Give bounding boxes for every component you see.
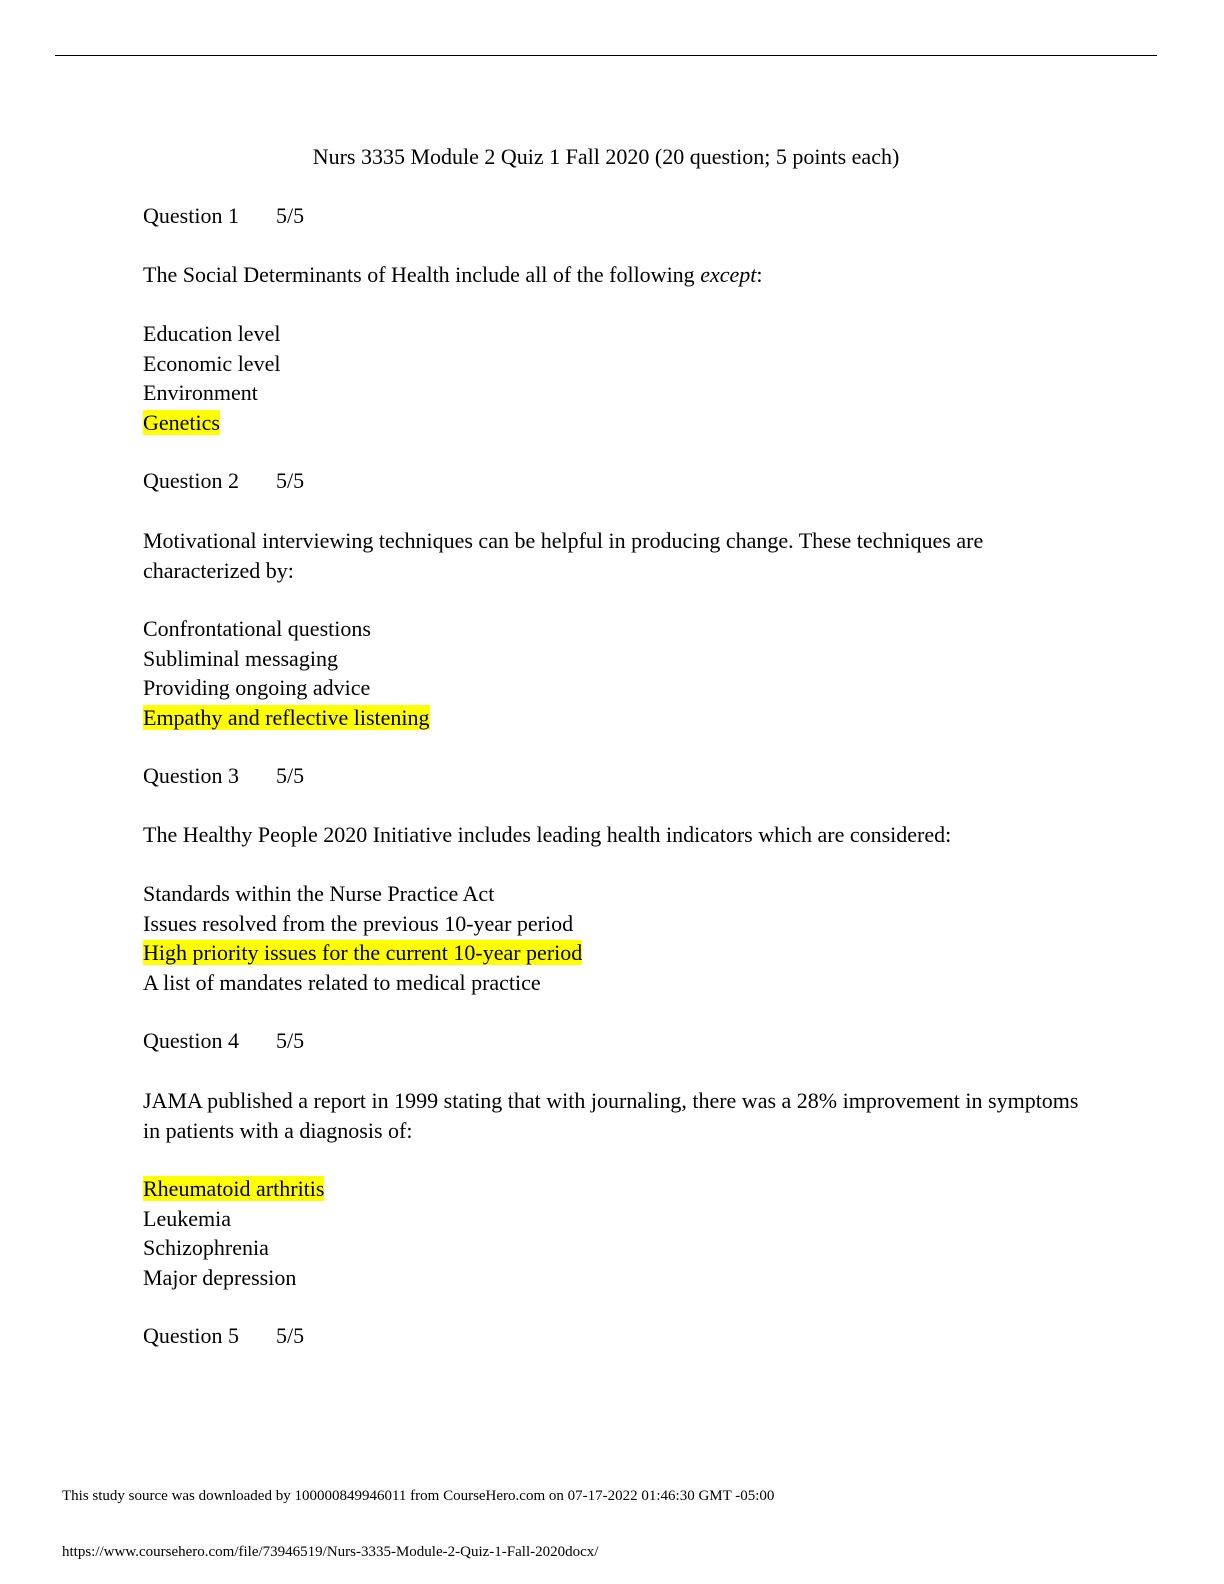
question-3-score: 5/5 (276, 763, 305, 788)
highlighted-answer: High priority issues for the current 10-… (143, 940, 583, 965)
question-3-answer: High priority issues for the current 10-… (143, 938, 583, 968)
highlighted-answer: Rheumatoid arthritis (143, 1176, 325, 1201)
question-3-prompt: The Healthy People 2020 Initiative inclu… (143, 822, 952, 847)
question-4-answer: Rheumatoid arthritis (143, 1174, 325, 1204)
question-1-score: 5/5 (276, 203, 305, 228)
question-1-option: Economic level (143, 351, 281, 376)
highlighted-answer: Genetics (143, 410, 220, 435)
question-3-option: Standards within the Nurse Practice Act (143, 881, 495, 906)
question-4-score: 5/5 (276, 1028, 305, 1053)
header-divider (55, 55, 1157, 56)
question-1-option: Education level (143, 321, 281, 346)
question-4-label: Question 4 (143, 1028, 239, 1053)
question-1-answer: Genetics (143, 408, 220, 438)
question-4-option: Leukemia (143, 1206, 231, 1231)
question-3-option: A list of mandates related to medical pr… (143, 970, 541, 995)
question-1-header: Question 1 5/5 (143, 201, 304, 231)
question-5-label: Question 5 (143, 1323, 239, 1348)
question-2-score: 5/5 (276, 468, 305, 493)
question-1-prompt: The Social Determinants of Health includ… (143, 260, 762, 290)
question-2-option: Confrontational questions (143, 616, 371, 641)
question-2-label: Question 2 (143, 468, 239, 493)
question-2-option: Subliminal messaging (143, 646, 338, 671)
question-2-option: Providing ongoing advice (143, 675, 371, 700)
highlighted-answer: Empathy and reflective listening (143, 705, 430, 730)
question-4-header: Question 4 5/5 (143, 1026, 304, 1056)
question-3-option: Issues resolved from the previous 10-yea… (143, 911, 574, 936)
question-2-answer: Empathy and reflective listening (143, 703, 430, 733)
question-4-option: Schizophrenia (143, 1235, 269, 1260)
question-1-option: Environment (143, 380, 258, 405)
question-2-prompt: Motivational interviewing techniques can… (143, 528, 984, 583)
question-1-prompt-main: The Social Determinants of Health includ… (143, 262, 701, 287)
download-source-note: This study source was downloaded by 1000… (62, 1488, 775, 1504)
question-2-header: Question 2 5/5 (143, 466, 304, 496)
question-1-prompt-emphasis: except (700, 262, 757, 287)
question-3-label: Question 3 (143, 763, 239, 788)
question-1-label: Question 1 (143, 203, 239, 228)
question-4-prompt: JAMA published a report in 1999 stating … (143, 1088, 1079, 1143)
document-title: Nurs 3335 Module 2 Quiz 1 Fall 2020 (20 … (312, 144, 900, 169)
question-5-header: Question 5 5/5 (143, 1321, 304, 1351)
question-5-score: 5/5 (276, 1323, 305, 1348)
question-1-prompt-end: : (756, 262, 763, 287)
source-url: https://www.coursehero.com/file/73946519… (62, 1544, 599, 1560)
question-4-option: Major depression (143, 1265, 297, 1290)
question-3-header: Question 3 5/5 (143, 761, 304, 791)
